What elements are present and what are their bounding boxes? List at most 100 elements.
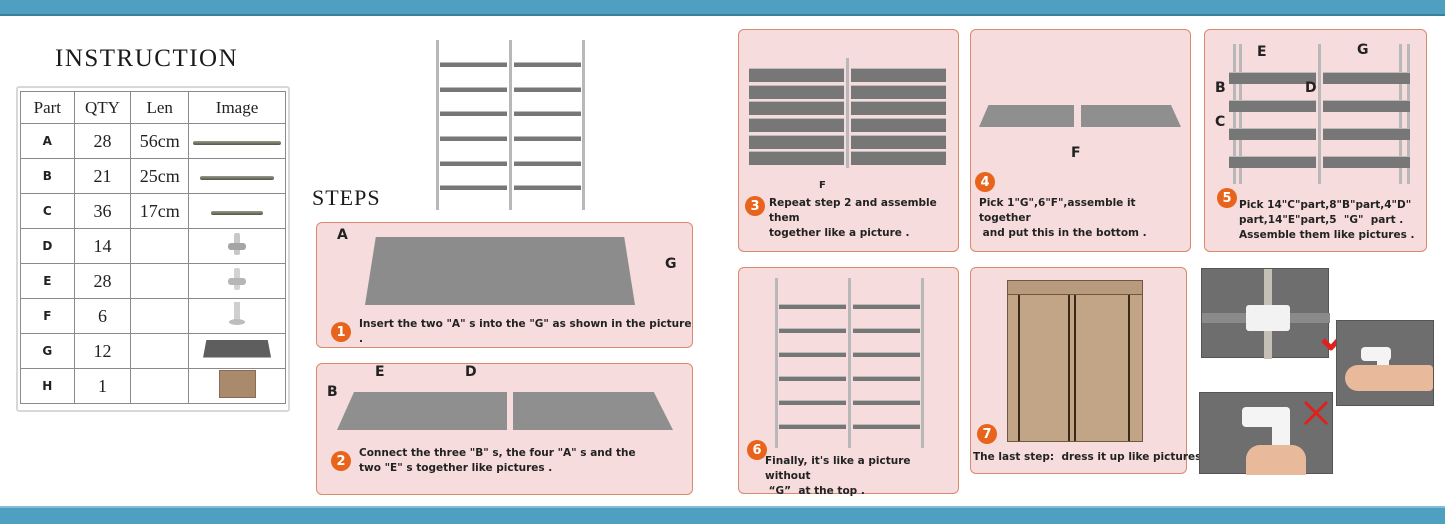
frame-post xyxy=(1239,44,1242,184)
label-g: G xyxy=(1357,42,1369,58)
table-row: C 36 17cm xyxy=(20,193,286,229)
stacked-shelves-image xyxy=(745,58,951,168)
part-len xyxy=(130,228,190,264)
shelf-tier xyxy=(853,376,920,381)
part-len: 17cm xyxy=(130,193,190,229)
step-badge: 6 xyxy=(747,440,767,460)
shelf-tier xyxy=(514,86,581,92)
part-qty: 28 xyxy=(73,123,132,159)
label-e: E xyxy=(375,364,385,380)
shelf-tier xyxy=(440,62,507,67)
part-len xyxy=(130,263,190,299)
shoe-rack-image xyxy=(436,40,586,210)
shelf-tier xyxy=(851,134,946,149)
step-text: two "E" s together like pictures . xyxy=(359,462,553,474)
label-b: B xyxy=(327,384,338,400)
label-g: G xyxy=(665,256,677,272)
part-letter: F xyxy=(20,298,75,334)
shelf-tier xyxy=(440,111,507,117)
part-letter: C xyxy=(20,193,75,229)
step-1-panel: A G 1 Insert the two "A" s into the "G" … xyxy=(316,222,693,348)
part-len xyxy=(130,298,190,334)
shelf-tier xyxy=(779,400,846,405)
frame-post xyxy=(775,278,778,448)
shelf-tier xyxy=(749,84,844,99)
part-len: 56cm xyxy=(130,123,190,159)
header-qty: QTY xyxy=(73,91,132,124)
wardrobe-image xyxy=(1007,280,1143,442)
shelf-tier xyxy=(851,84,946,99)
step-text: Insert the two "A" s into the "G" as sho… xyxy=(359,318,692,345)
shelf-tier xyxy=(749,68,844,82)
shelf-tier xyxy=(1323,72,1410,84)
part-qty: 6 xyxy=(73,298,132,334)
shelf-tier xyxy=(1323,156,1410,168)
shelf-tier xyxy=(853,352,920,357)
label-a: A xyxy=(337,227,348,243)
frame-post xyxy=(1407,44,1410,184)
shelf-tier xyxy=(440,185,507,191)
foot-icon xyxy=(229,301,246,326)
part-letter: D xyxy=(20,228,75,264)
frame-post xyxy=(1318,44,1321,184)
table-row: F 6 xyxy=(20,298,286,334)
step-3-panel: F 3 Repeat step 2 and assemble them toge… xyxy=(738,29,959,252)
step-1-caption: 1 Insert the two "A" s into the "G" as s… xyxy=(331,317,692,347)
short-rod-icon xyxy=(211,211,264,215)
step-2-caption: 2 Connect the three "B" s, the four "A" … xyxy=(331,446,636,476)
frame-post xyxy=(1233,44,1236,184)
step-5-caption: Pick 14"C"part,8"B"part,4"D" part,14"E"p… xyxy=(1239,198,1415,243)
table-row: G 12 xyxy=(20,333,286,369)
frame-post xyxy=(436,40,439,210)
shelf-tier xyxy=(779,328,846,333)
step-text: Finally, it's like a picture without xyxy=(765,455,911,482)
shelf-tier xyxy=(853,328,920,333)
three-way-connector-icon xyxy=(226,267,248,290)
step-4-caption: Pick 1"G",6"F",assemble it together and … xyxy=(979,196,1190,241)
shelf-tier xyxy=(853,424,920,429)
shelf-tier xyxy=(440,136,507,141)
shelf-sheet-image xyxy=(513,392,673,430)
parts-table-header: Part QTY Len Image xyxy=(20,91,286,124)
step-6-panel: 6 Finally, it's like a picture without “… xyxy=(738,267,959,497)
label-d: D xyxy=(1305,80,1317,96)
shelf-tier xyxy=(440,86,507,92)
frame-post xyxy=(848,278,851,448)
cross-mark-icon xyxy=(1303,400,1329,426)
step-2-panel: B E D 2 Connect the three "B" s, the fou… xyxy=(316,363,693,495)
step-badge: 7 xyxy=(977,424,997,444)
label-c: C xyxy=(1215,114,1226,130)
part-len xyxy=(130,368,190,404)
part-qty: 21 xyxy=(73,158,132,194)
part-len: 25cm xyxy=(130,158,190,194)
shelf-tier xyxy=(851,151,946,166)
part-qty: 36 xyxy=(73,193,132,229)
header-len: Len xyxy=(130,91,190,124)
step-text: “G” at the top . xyxy=(765,485,865,497)
part-qty: 14 xyxy=(73,228,132,264)
shelf-tier xyxy=(514,185,581,191)
shelf-tier xyxy=(1323,100,1410,112)
instruction-title: INSTRUCTION xyxy=(55,45,239,72)
part-qty: 1 xyxy=(73,368,132,404)
shelf-tier xyxy=(1323,128,1410,140)
shelf-tier xyxy=(851,101,946,116)
step-text: Pick 14"C"part,8"B"part,4"D" xyxy=(1239,199,1412,211)
shelf-panel-icon xyxy=(203,339,272,358)
bottom-band xyxy=(0,506,1445,524)
table-row: B 21 25cm xyxy=(20,158,286,194)
shelf-tier xyxy=(749,151,844,166)
part-qty: 12 xyxy=(73,333,132,369)
step-badge: 5 xyxy=(1217,188,1237,208)
label-e: E xyxy=(1257,44,1267,60)
step-badge: 2 xyxy=(331,451,351,471)
shelf-tier xyxy=(514,62,581,67)
top-band xyxy=(0,0,1445,16)
part-len xyxy=(130,333,190,369)
step-badge: 4 xyxy=(975,172,995,192)
step-text: Repeat step 2 and assemble them xyxy=(769,197,937,224)
four-tier-frame-image xyxy=(1225,44,1415,184)
label-b: B xyxy=(1215,80,1226,96)
steps-title: STEPS xyxy=(312,185,381,210)
shelf-tier xyxy=(779,304,846,309)
